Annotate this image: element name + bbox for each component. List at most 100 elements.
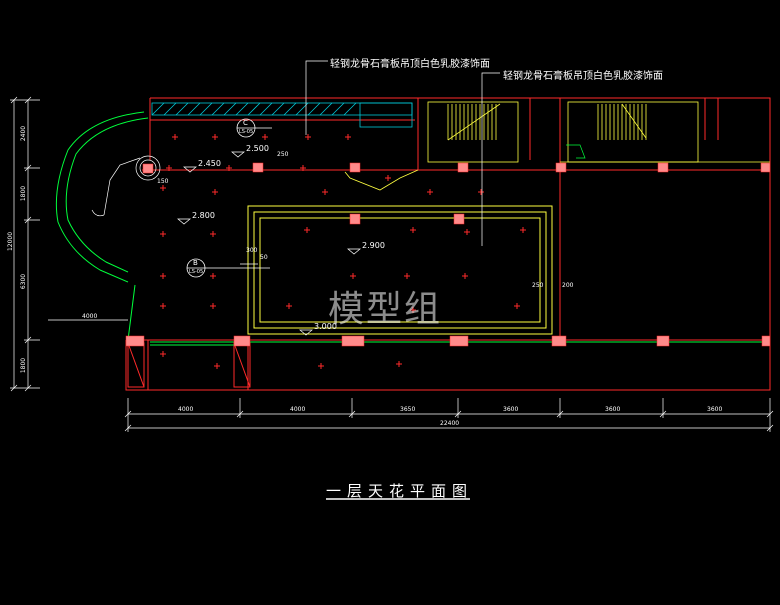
dim-left-1: 2400 [20, 125, 28, 142]
stair-1-treads [447, 104, 497, 140]
stair-2-outline [567, 101, 699, 163]
dim-left-ticks [10, 99, 40, 389]
stair-2-arrow [621, 103, 647, 139]
small-dim-6: 250 [532, 282, 544, 289]
section-b-ref: LS-05 [189, 269, 204, 275]
dim-bottom-4: 3600 [503, 406, 519, 413]
dim-bottom-2: 4000 [290, 406, 306, 413]
columns [125, 162, 771, 347]
left-dimension-chain [10, 96, 40, 392]
drawing-title: 一层天花平面图 [326, 482, 474, 500]
lights-row-5 [160, 273, 468, 279]
ceiling-note-right: 轻钢龙骨石膏板吊顶白色乳胶漆饰面 [503, 71, 663, 82]
bottom-stair-diag [127, 342, 145, 388]
elev-mark-5 [299, 329, 313, 336]
column-circle-inner [139, 159, 157, 177]
panel-mid [253, 211, 547, 329]
dim-bottom-5: 3600 [605, 406, 621, 413]
column-6 [657, 162, 669, 173]
bottom-stair-diag-2 [233, 342, 251, 388]
entry-curl [91, 209, 105, 217]
outer-wall-line [125, 97, 771, 391]
column-16 [761, 335, 771, 347]
column-1 [142, 163, 154, 174]
dim-bottom-total: 22400 [440, 420, 460, 427]
column-2 [252, 162, 264, 173]
elev-mark-1 [183, 166, 197, 173]
curved-glass-outer [55, 111, 145, 283]
white-lines [48, 144, 586, 321]
column-7 [760, 162, 771, 173]
entrance-line [127, 284, 136, 341]
dim-bottom-1: 4000 [178, 406, 194, 413]
dim-left-2: 1800 [20, 185, 28, 202]
section-c-id: C [243, 119, 248, 127]
section-b-id: B [193, 259, 198, 267]
dim-left-3: 6300 [20, 273, 28, 290]
entry-line [103, 157, 141, 216]
cyan-box [359, 102, 413, 128]
small-dim-3: 50 [260, 254, 268, 261]
leader-right [481, 72, 500, 246]
elev-mark-2 [231, 151, 245, 158]
lights-row-2 [166, 165, 391, 181]
stair-1-arrow [447, 103, 501, 141]
column-14 [551, 335, 567, 347]
dim-bottom-6: 3600 [707, 406, 723, 413]
watermark-text: 模型组 [328, 289, 443, 330]
central-ceiling-panel [247, 205, 553, 335]
section-markers [186, 118, 272, 278]
lights-row-1 [172, 134, 351, 140]
column-9 [453, 213, 465, 225]
column-4 [457, 162, 469, 173]
dim-left-slashes [10, 96, 32, 392]
panel-outer [247, 205, 553, 335]
stair-1-outline [427, 101, 519, 163]
dim-ticks [127, 398, 771, 432]
column-13 [449, 335, 469, 347]
lights-row-4 [160, 227, 526, 237]
cyan-hatch-band [151, 102, 413, 128]
column-8 [349, 213, 361, 225]
ceiling-note-left: 轻钢龙骨石膏板吊顶白色乳胶漆饰面 [330, 59, 490, 70]
curved-glass-inner [65, 117, 149, 273]
small-dim-2: 200 [562, 282, 574, 289]
column-11 [233, 335, 251, 347]
dim-left-total: 12000 [7, 231, 15, 252]
bottom-dimension-chain [124, 398, 774, 432]
elevation-label-1: 2.450 [198, 159, 221, 168]
small-ramp [566, 144, 586, 159]
column-10 [125, 335, 145, 347]
elevation-label-5: 3.000 [314, 322, 337, 331]
column-5 [555, 162, 567, 173]
light-fixtures [160, 134, 526, 369]
dim-bottom-3: 3650 [400, 406, 416, 413]
small-dim-4: 300 [246, 247, 258, 254]
panel-inner [259, 217, 541, 323]
column-15 [656, 335, 670, 347]
elev-mark-3 [177, 218, 191, 225]
note-leaders [305, 60, 500, 246]
stair-2-treads [597, 104, 647, 140]
elevation-markers [177, 151, 361, 336]
small-dim-5: 150 [157, 178, 169, 185]
leader-left [305, 60, 328, 135]
elevation-label-2: 2.500 [246, 144, 269, 153]
column-circle [135, 155, 161, 181]
column-12 [341, 335, 365, 347]
elevation-label-4: 2.900 [362, 241, 385, 250]
outer-walls [125, 97, 771, 391]
lights-row-3 [160, 185, 484, 195]
column-3 [349, 162, 361, 173]
small-dim-1: 250 [277, 151, 289, 158]
dim-slashes [124, 410, 774, 432]
lights-row-7 [160, 351, 402, 369]
section-c-ref: LS-05 [239, 129, 254, 135]
elevation-label-3: 2.800 [192, 211, 215, 220]
elev-mark-4 [347, 248, 361, 255]
lights-row-6 [160, 303, 520, 313]
stairs-top [344, 101, 770, 191]
dim-entry: 4000 [82, 313, 98, 320]
